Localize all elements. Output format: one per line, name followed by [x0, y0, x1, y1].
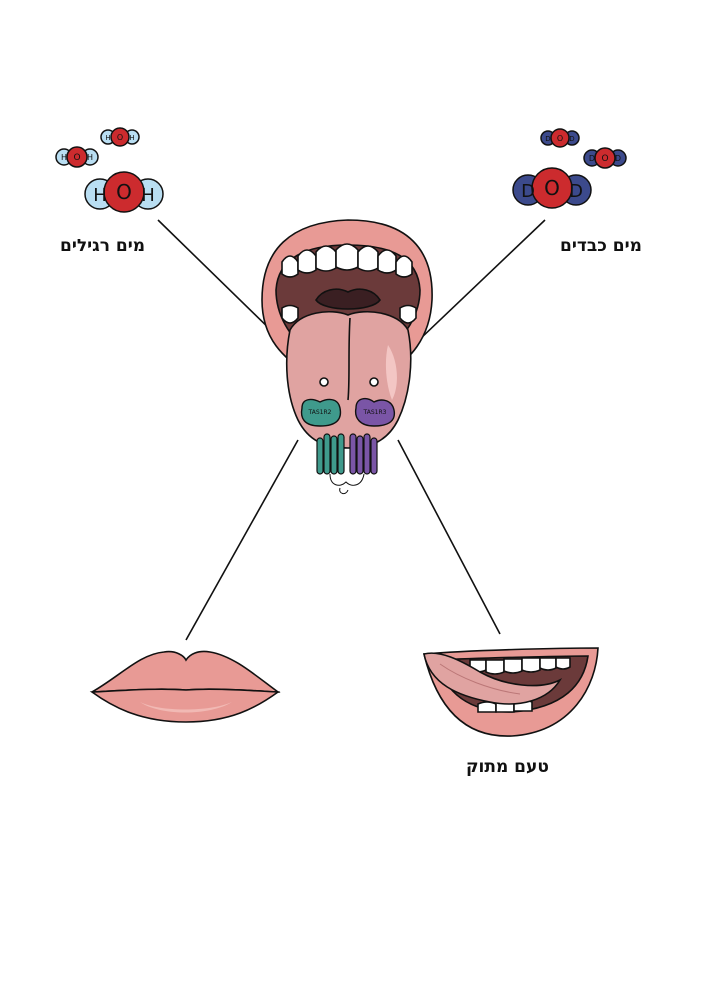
transmembrane-helices-right	[349, 433, 378, 475]
receptor-tas1r2: TAS1R2	[300, 398, 342, 427]
licking-tongue	[423, 652, 563, 705]
line-receptor-to-lips	[185, 439, 299, 641]
licking-tongue-highlight	[439, 663, 521, 695]
open-mouth	[261, 219, 433, 449]
tongue-highlight	[385, 345, 397, 400]
closed-lower-lip	[89, 688, 281, 723]
svg-text:D: D	[545, 135, 550, 143]
svg-text:D: D	[521, 181, 535, 202]
taste-point-right	[369, 377, 379, 387]
svg-text:D: D	[589, 154, 595, 163]
heavy-water-molecules: D O D D O D D O D	[512, 128, 627, 209]
receptor-tail	[329, 473, 365, 495]
tongue-midline	[347, 317, 351, 401]
svg-text:O: O	[544, 176, 560, 200]
svg-text:O: O	[73, 153, 80, 163]
receptor-right-label: TAS1R3	[363, 409, 387, 416]
transmembrane-helices-left	[316, 433, 345, 475]
closed-lips	[89, 650, 281, 723]
upper-teeth	[281, 243, 413, 278]
d2o-molecule-small-right: D O D	[583, 147, 627, 169]
regular-water-molecules: H O H H O H H O H	[55, 127, 164, 213]
heavy-water-label: מים כבדים	[560, 236, 642, 256]
d2o-molecule-large: D O D	[512, 167, 592, 209]
svg-text:H: H	[87, 153, 93, 162]
receptor-tas1r3: TAS1R3	[354, 397, 396, 427]
line-receptor-to-smile	[397, 439, 501, 635]
svg-text:H: H	[105, 134, 110, 142]
svg-text:H: H	[93, 185, 107, 206]
closed-lip-highlight	[140, 702, 232, 713]
sweet-taste-label: טעם מתוק	[466, 757, 549, 777]
closed-upper-lip	[91, 650, 281, 693]
d2o-molecule-small-top: D O D	[540, 128, 580, 148]
throat	[315, 288, 381, 310]
h2o-molecule-small-top: H O H	[100, 127, 140, 147]
svg-text:D: D	[615, 154, 621, 163]
svg-text:H: H	[61, 153, 67, 162]
taste-point-left	[319, 377, 329, 387]
svg-text:O: O	[601, 154, 608, 164]
svg-text:H: H	[129, 134, 134, 142]
receptor-left-label: TAS1R2	[308, 409, 332, 416]
h2o-molecule-small-left: H O H	[55, 146, 99, 168]
svg-text:D: D	[569, 181, 583, 202]
svg-text:D: D	[569, 135, 574, 143]
svg-text:H: H	[141, 185, 155, 206]
regular-water-label: מים רגילים	[60, 236, 146, 256]
smile-upper-teeth	[469, 657, 571, 675]
lower-teeth	[281, 304, 417, 324]
h2o-molecule-large: H O H	[84, 171, 164, 213]
svg-text:O: O	[116, 180, 132, 204]
svg-text:O: O	[557, 134, 563, 143]
smiling-mouth	[423, 647, 599, 737]
svg-text:O: O	[117, 133, 123, 142]
